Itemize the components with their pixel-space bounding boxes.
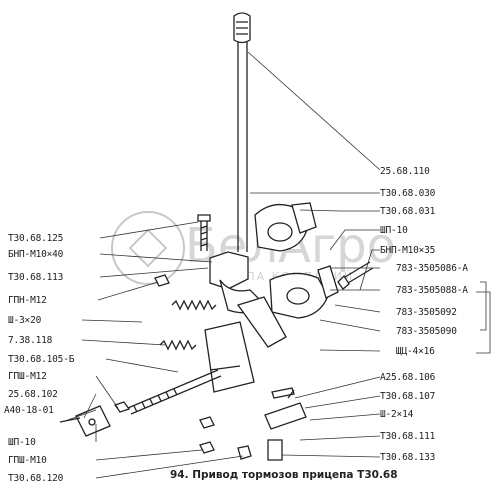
label-t30-68-113: Т30.68.113: [8, 272, 63, 283]
label-t30-68-111: Т30.68.111: [380, 431, 436, 442]
label-t30-68-125: Т30.68.125: [8, 233, 63, 244]
watermark-logo: [111, 211, 185, 285]
label-783-3505092: 783-3505092: [396, 307, 457, 318]
label-t30-68-107: Т30.68.107: [380, 391, 435, 402]
label-t30-68-120: Т30.68.120: [8, 473, 64, 484]
figure-caption: 94. Привод тормозов прицепа Т30.68: [170, 469, 398, 481]
label-t30-68-031: Т30.68.031: [380, 206, 436, 217]
label-gpn-m12: ГПН-М12: [8, 295, 47, 306]
label-sh-3x20: Ш-3×20: [8, 315, 42, 326]
label-783-3505086-a: 783-3505086-А: [396, 263, 468, 274]
label-shchc-4x16: ЩЦ-4×16: [396, 346, 435, 357]
label-a40-18-01: А40-18-01: [4, 405, 54, 416]
label-t30-68-105-b: Т30.68.105-Б: [8, 354, 75, 365]
labels-right: 25.68.110 Т30.68.030 Т30.68.031 ШП-10 БН…: [380, 166, 468, 463]
label-bnp-m10x35: БНП-М10×35: [380, 245, 435, 256]
label-a25-68-106: А25.68.106: [380, 372, 436, 383]
label-bnp-m10x40: БНП-М10×40: [8, 249, 64, 260]
label-783-3505088-a: 783-3505088-А: [396, 285, 468, 296]
label-gpsh-m10: ГПШ-М10: [8, 455, 47, 466]
parts-drawing: [59, 12, 374, 461]
label-25-68-110: 25.68.110: [380, 166, 430, 177]
label-gpsh-m12: ГПШ-М12: [8, 371, 47, 382]
label-t30-68-133: Т30.68.133: [380, 452, 435, 463]
label-shp-10-right: ШП-10: [380, 225, 408, 236]
label-783-3505090: 783-3505090: [396, 326, 457, 337]
label-25-68-102: 25.68.102: [8, 389, 58, 400]
label-7-38-118: 7.38.118: [8, 335, 53, 346]
label-sh-2x14: Ш-2×14: [380, 409, 414, 420]
labels-left: Т30.68.125 БНП-М10×40 Т30.68.113 ГПН-М12…: [4, 233, 75, 484]
watermark: БелАгро ГРУППА КОМПАНИЙ: [111, 211, 396, 285]
label-shp-10-left: ШП-10: [8, 437, 36, 448]
leader-lines: [61, 51, 491, 479]
label-t30-68-030: Т30.68.030: [380, 188, 436, 199]
